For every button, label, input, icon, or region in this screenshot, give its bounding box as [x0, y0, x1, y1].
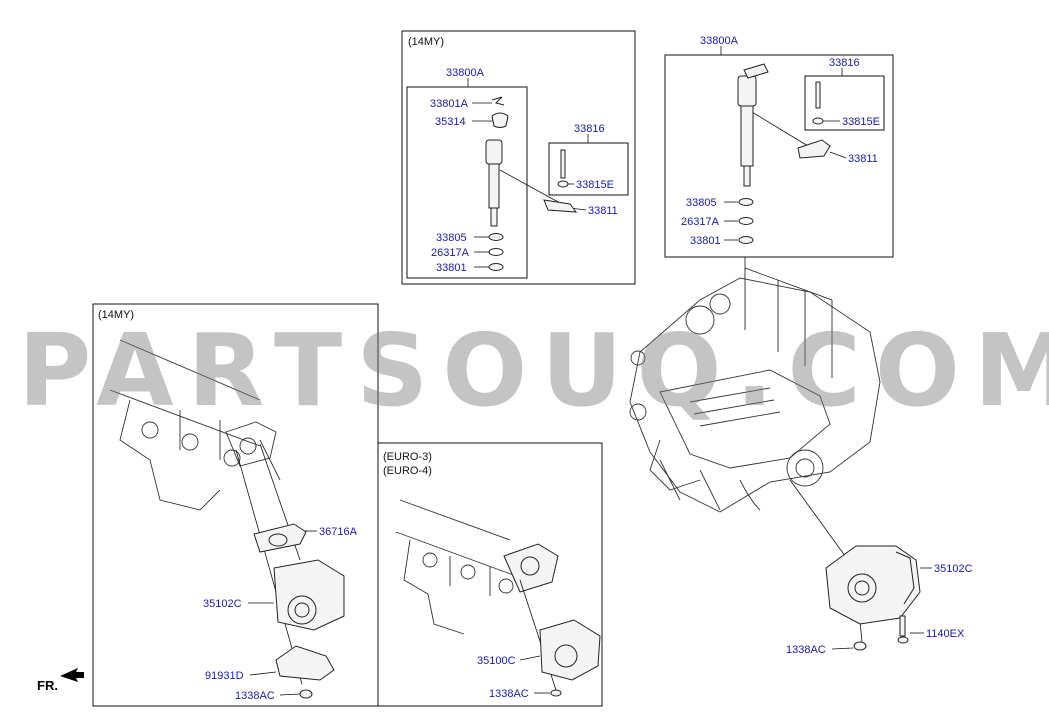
injector-nozzle-part — [743, 165, 751, 187]
part-label-1338ac[interactable]: 1338AC — [489, 688, 529, 700]
part-label-33801a[interactable]: 33801A — [430, 98, 469, 110]
washer-part — [557, 180, 569, 188]
manifold-outline — [395, 499, 517, 635]
bolt-14my-frame — [548, 142, 629, 196]
part-label-35314[interactable]: 35314 — [435, 116, 466, 128]
washer-part — [488, 233, 504, 241]
bolt-part — [899, 615, 906, 637]
part-label-1140ex[interactable]: 1140EX — [926, 628, 965, 640]
part-label-33811[interactable]: 33811 — [588, 205, 618, 217]
throttle-port — [786, 449, 824, 487]
nut-part — [299, 689, 313, 699]
flange-part — [503, 543, 559, 593]
part-label-35102c[interactable]: 35102C — [934, 563, 973, 575]
throttle-euro-frame — [377, 442, 603, 707]
section-label-euro-4: (EURO-4) — [383, 465, 432, 477]
gasket-part — [253, 523, 307, 553]
part-label-33816[interactable]: 33816 — [574, 123, 605, 135]
injector-head-part — [737, 75, 757, 107]
injector-frame — [664, 54, 894, 258]
seal-part — [488, 263, 504, 271]
part-label-33800a[interactable]: 33800A — [446, 67, 485, 79]
o-ring-part — [738, 217, 754, 225]
injector-group: 33800A 33816 33815E 33811 33805 26317A 3… — [664, 35, 894, 378]
throttle-euro-group: (EURO-3) (EURO-4) 35100C 1338AC — [377, 442, 603, 707]
clip-part — [491, 96, 505, 106]
part-label-33801[interactable]: 33801 — [690, 235, 721, 247]
part-label-33800a[interactable]: 33800A — [700, 35, 739, 47]
injector-14my-frame — [401, 30, 636, 285]
cylinder-head-outline — [629, 277, 881, 513]
part-label-1338ac[interactable]: 1338AC — [786, 644, 826, 656]
clamp-part — [797, 139, 831, 159]
injector-nozzle-part — [490, 207, 498, 227]
injector-connector-part — [743, 63, 769, 79]
section-label-euro-3: (EURO-3) — [383, 451, 432, 463]
part-label-33801[interactable]: 33801 — [436, 262, 467, 274]
watermark: PARTSOUQ.COM — [18, 312, 1049, 429]
part-label-26317a[interactable]: 26317A — [431, 247, 470, 259]
section-label-throttle-14my: (14MY) — [98, 309, 134, 321]
throttle-body-right-group: 35102C 1338AC 1140EX — [786, 545, 973, 656]
seal-part — [738, 236, 754, 244]
bolt-frame — [804, 75, 885, 131]
part-label-33811[interactable]: 33811 — [848, 153, 878, 165]
front-label: FR. — [37, 678, 58, 693]
part-label-33816[interactable]: 33816 — [829, 57, 860, 69]
part-label-33805[interactable]: 33805 — [686, 197, 717, 209]
injector-body-part — [488, 163, 500, 209]
part-label-36716a[interactable]: 36716A — [319, 526, 358, 538]
nut-part — [550, 689, 562, 697]
bolt-part — [815, 81, 821, 109]
part-label-1338ac[interactable]: 1338AC — [235, 690, 275, 702]
clamp-part — [543, 199, 578, 213]
part-label-91931d[interactable]: 91931D — [205, 670, 244, 682]
intake-manifold-outline — [659, 369, 831, 469]
throttle-body-part — [825, 545, 921, 625]
bolt-part — [560, 149, 566, 179]
front-arrow-icon — [60, 668, 84, 682]
washer-part — [812, 117, 824, 125]
injector-14my-group: (14MY) 33800A 33801A 35314 33816 33815E … — [401, 30, 636, 285]
front-orientation-indicator: FR. — [37, 668, 84, 693]
section-label-injector-14my: (14MY) — [408, 36, 444, 48]
throttle-body-part — [539, 619, 601, 681]
nut-part — [853, 641, 867, 651]
o-ring-part — [488, 248, 504, 256]
part-label-35102c[interactable]: 35102C — [203, 598, 242, 610]
throttle-body-part — [273, 559, 345, 631]
bracket-part — [275, 645, 335, 681]
manifold-outline — [109, 339, 281, 511]
part-label-33805[interactable]: 33805 — [436, 232, 467, 244]
throttle-14my-group: (14MY) 36716A 35102C 91931D 1338AC — [92, 303, 379, 707]
part-label-26317a[interactable]: 26317A — [681, 216, 720, 228]
part-label-33815e[interactable]: 33815E — [576, 179, 614, 191]
injector-head-part — [485, 139, 503, 165]
seal-clamp-part — [491, 112, 509, 128]
part-label-35100c[interactable]: 35100C — [477, 655, 516, 667]
injector-14my-inner-frame — [406, 86, 528, 279]
injector-body-part — [740, 105, 754, 167]
washer-part — [738, 198, 754, 206]
part-label-33815e[interactable]: 33815E — [842, 116, 880, 128]
